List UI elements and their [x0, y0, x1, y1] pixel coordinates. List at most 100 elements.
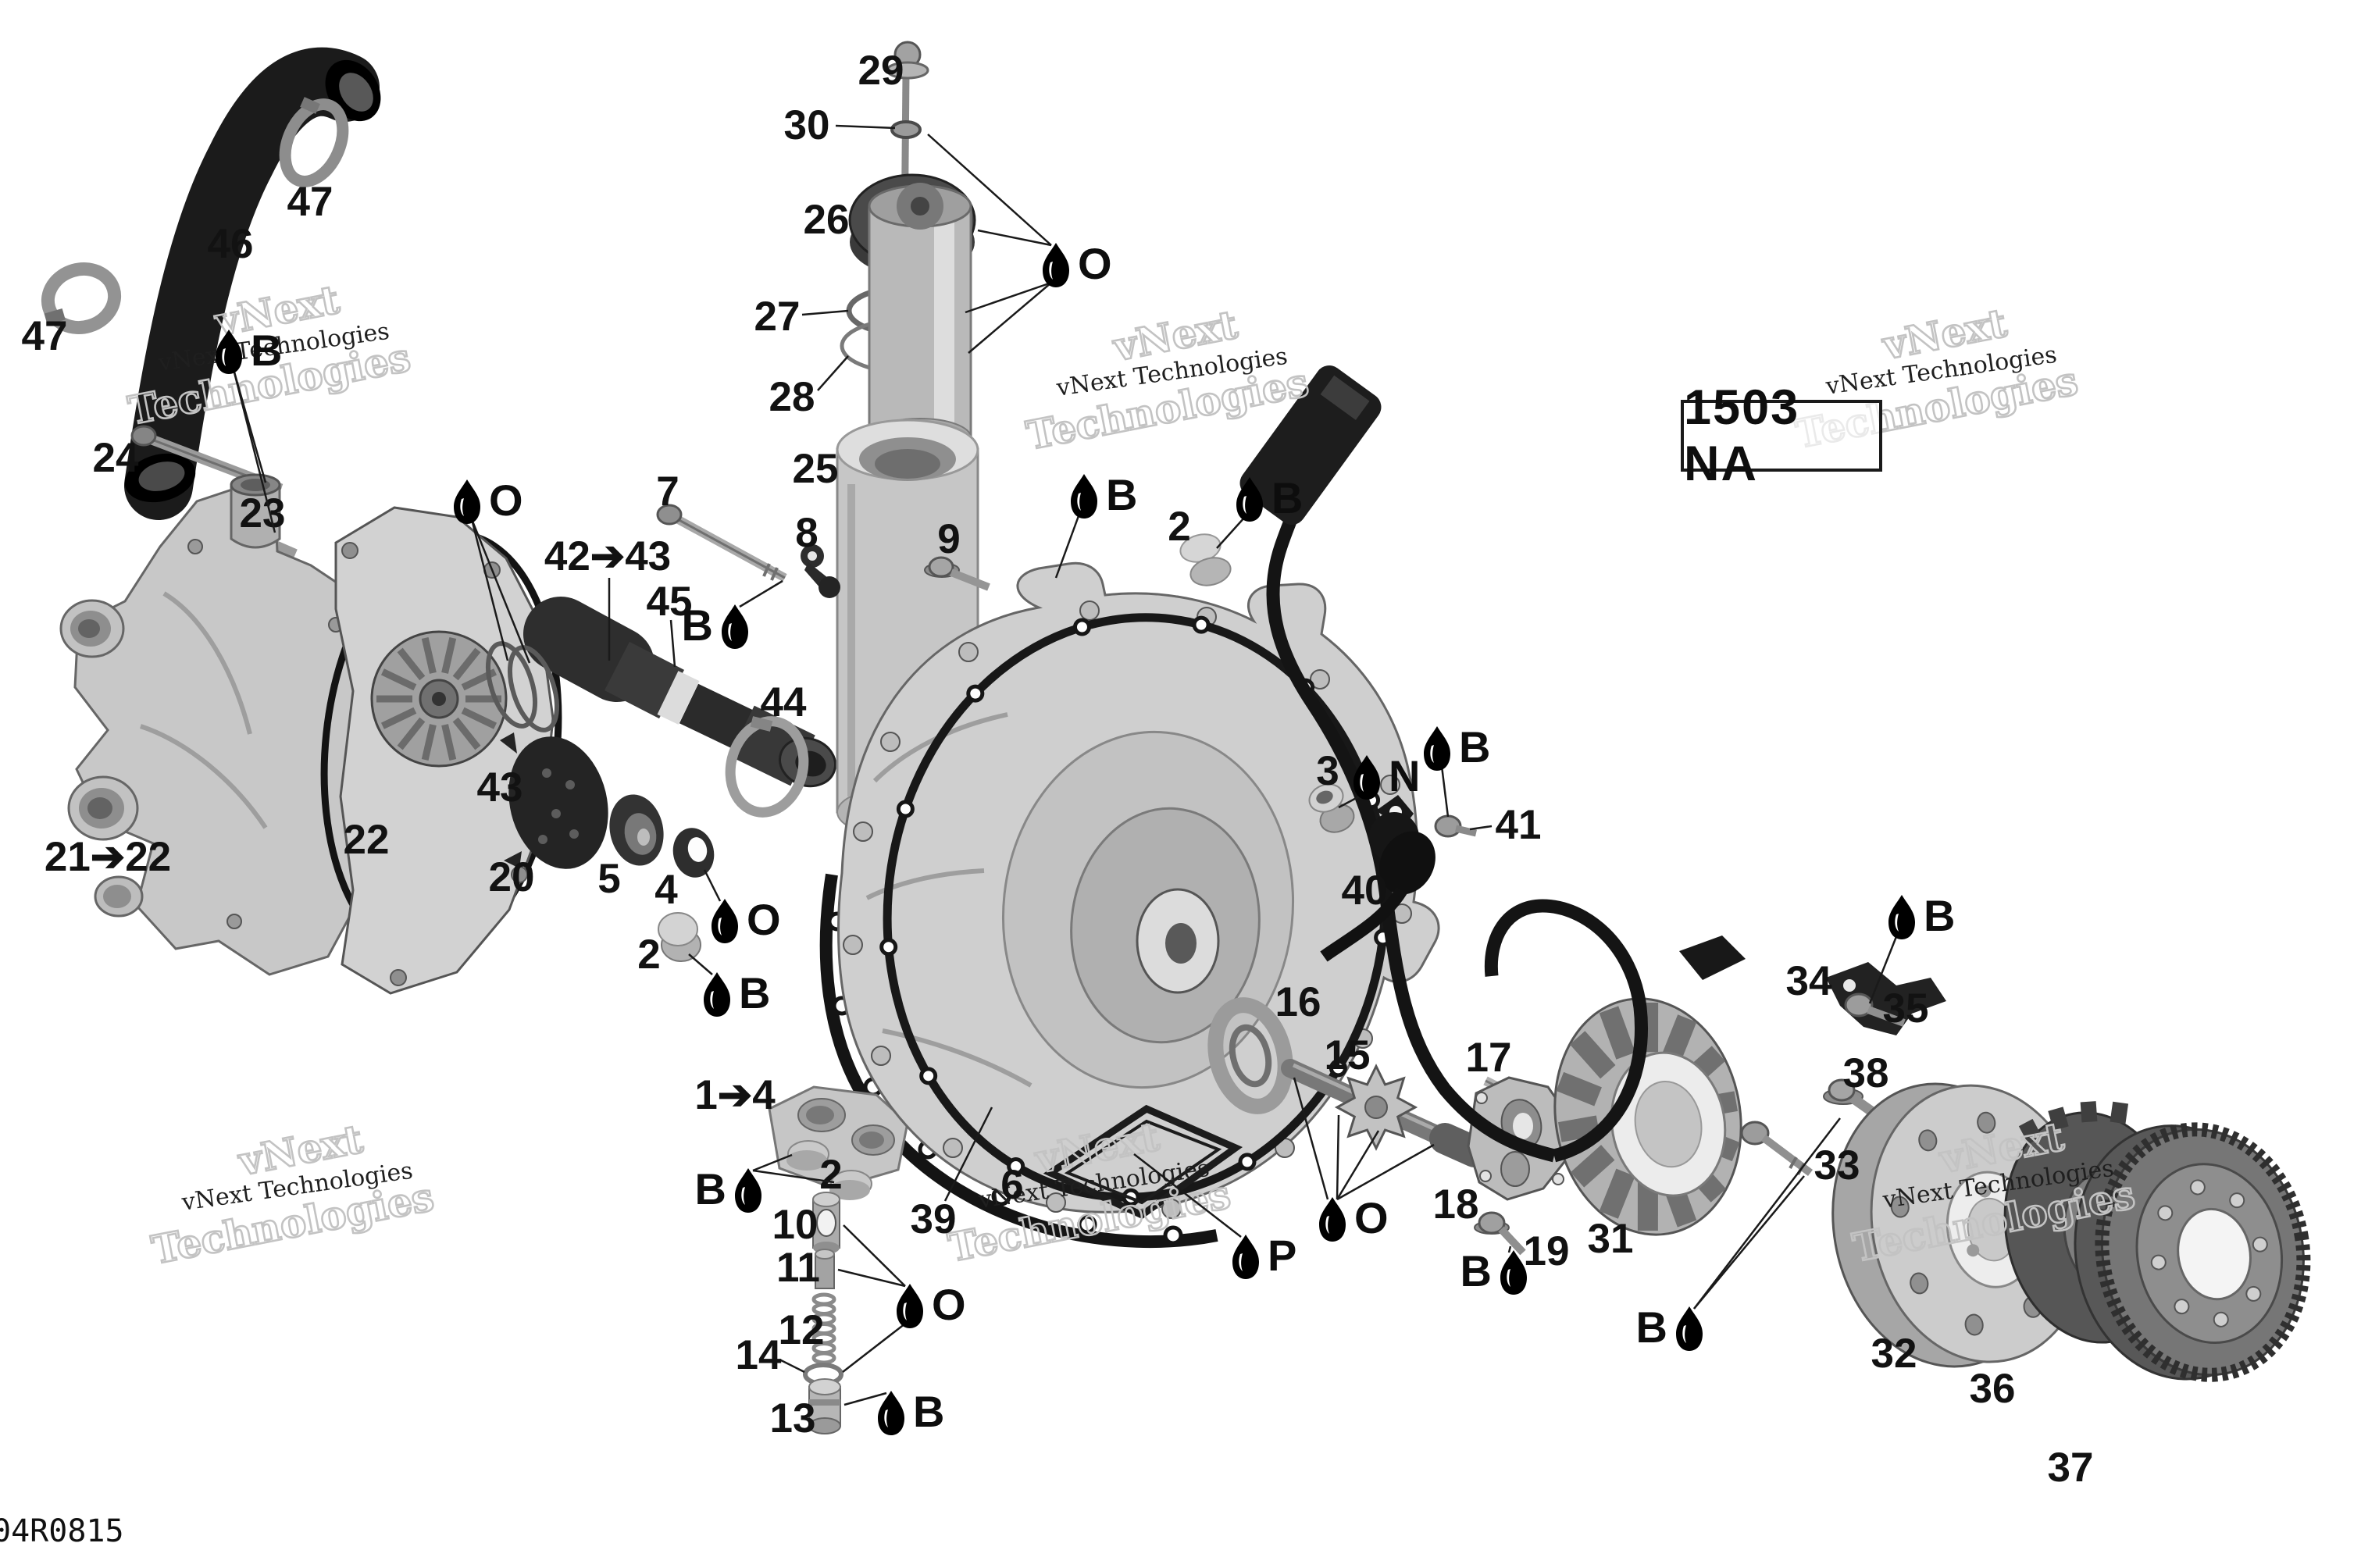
part-label-24: 24	[93, 435, 139, 481]
valve-piston-11	[815, 1249, 835, 1289]
oil-callout-letter-o-ring4: O	[747, 895, 781, 944]
oil-callout-line	[837, 1268, 906, 1288]
oil-callout-letter-b-plug2b: B	[739, 968, 770, 1017]
oil-drop-icon	[722, 604, 748, 649]
stator-31	[1553, 997, 1742, 1236]
part-label-34: 34	[1786, 958, 1832, 1004]
part-label-2b: 2	[637, 932, 660, 978]
bolt-19	[1474, 1211, 1526, 1256]
oil-callout-b-plug2a: B	[1216, 473, 1303, 549]
oil-callout-letter-b-hose: B	[251, 326, 282, 375]
part-label-4: 4	[654, 867, 678, 913]
oil-callout-line	[1868, 934, 1899, 1004]
leader-line-45	[669, 619, 676, 668]
oil-callout-line	[842, 1323, 906, 1373]
part-label-23: 23	[240, 490, 286, 536]
oil-callout-b-bolt35: B	[1868, 891, 1955, 1004]
oil-drop-icon	[1071, 474, 1097, 519]
oil-callout-line	[1133, 1153, 1242, 1238]
oil-callout-b-hose: B	[216, 326, 282, 533]
part-label-28: 28	[769, 374, 815, 420]
oil-drop-icon	[735, 1168, 761, 1213]
part-label-46: 46	[208, 221, 254, 267]
part-label-11: 11	[776, 1245, 820, 1291]
oil-callout-line	[752, 1153, 793, 1172]
oil-callout-o-pump15: O	[1293, 1077, 1435, 1242]
oil-callout-letter-b-plug2a: B	[1271, 473, 1303, 522]
document-code: 04R0815	[0, 1513, 124, 1549]
part-label-4243: 42➔43	[544, 533, 671, 579]
clamp-47-right	[279, 97, 349, 187]
part-label-47r: 47	[287, 179, 333, 225]
part-label-40: 40	[1342, 868, 1388, 914]
part-label-14a: 1➔4	[694, 1072, 776, 1118]
oil-callout-line	[1507, 1245, 1512, 1253]
part-label-2122: 21➔22	[45, 834, 171, 880]
oil-callout-letter-b-bolt19: B	[1460, 1246, 1492, 1295]
part-label-17: 17	[1466, 1035, 1512, 1081]
oil-callout-line	[977, 229, 1052, 247]
part-label-36: 36	[1970, 1366, 2016, 1412]
oil-callout-line	[1216, 516, 1246, 549]
ring-4	[672, 828, 715, 878]
water-pump-housing-21-22	[59, 473, 401, 976]
leader-line-39	[943, 1107, 993, 1202]
part-label-39: 39	[911, 1196, 957, 1242]
oil-callout-o-orings: O	[454, 476, 531, 664]
oil-callout-b-plugs2c: B	[695, 1153, 835, 1213]
oil-drop-icon	[1232, 1235, 1259, 1279]
bearing-16	[1207, 997, 1293, 1114]
oil-callout-line	[1336, 1130, 1380, 1200]
oil-callout-line	[843, 1224, 906, 1287]
clamp-47-left	[41, 262, 122, 334]
part-label-2a: 2	[1168, 504, 1190, 550]
oil-drop-icon	[1888, 895, 1915, 939]
oil-drop-icon	[1500, 1250, 1527, 1295]
leader-lines-layer	[608, 124, 1493, 1374]
oil-callout-line	[927, 134, 1052, 246]
part-label-43: 43	[477, 764, 523, 811]
part-label-31: 31	[1588, 1216, 1634, 1262]
oil-callout-line	[470, 519, 509, 661]
oil-callout-letter-b-cup13: B	[913, 1387, 944, 1436]
bolt-9	[924, 556, 990, 591]
oil-callout-letter-b-bolt7: B	[682, 600, 713, 650]
part-label-15: 15	[1325, 1032, 1371, 1078]
oil-drop-icon	[1319, 1197, 1346, 1242]
part-label-26: 26	[804, 197, 850, 243]
plug-2-left	[658, 912, 701, 962]
oil-callout-line	[739, 579, 783, 608]
harness	[1239, 365, 1746, 1163]
part-label-45: 45	[647, 579, 693, 625]
camshaft-42-43	[523, 597, 836, 788]
oil-callout-letter-b-bolt3338: B	[1636, 1303, 1667, 1352]
oil-callout-o-filter: O	[927, 134, 1112, 354]
oil-drop-icon	[216, 330, 242, 374]
leader-line-41	[1469, 825, 1493, 831]
part-label-2c: 2	[819, 1152, 842, 1198]
part-label-25: 25	[793, 446, 839, 492]
ring-45	[657, 671, 700, 725]
oil-callout-line	[752, 1169, 835, 1184]
oil-callout-line	[968, 282, 1052, 354]
oil-callout-line	[843, 1392, 887, 1406]
oil-callout-b-plug2b: B	[688, 953, 770, 1017]
part-label-22: 22	[344, 817, 390, 863]
spring-12	[811, 1292, 836, 1365]
plugs-2-bottom	[786, 1140, 872, 1200]
oil-callout-line	[688, 953, 713, 975]
cap-13	[808, 1378, 841, 1434]
bolt-7	[656, 504, 787, 582]
gasket-6	[1043, 1104, 1243, 1220]
leader-line-28	[817, 355, 849, 391]
impeller-20	[500, 732, 608, 869]
part-label-16: 16	[1275, 979, 1321, 1025]
oil-callout-letter-b-plugs2c: B	[695, 1164, 726, 1213]
part-label-20: 20	[489, 854, 535, 900]
o-rings-43	[485, 641, 560, 732]
oil-drop-icon	[704, 972, 730, 1017]
leader-line-14	[779, 1358, 805, 1374]
leader-line-27	[801, 309, 849, 316]
